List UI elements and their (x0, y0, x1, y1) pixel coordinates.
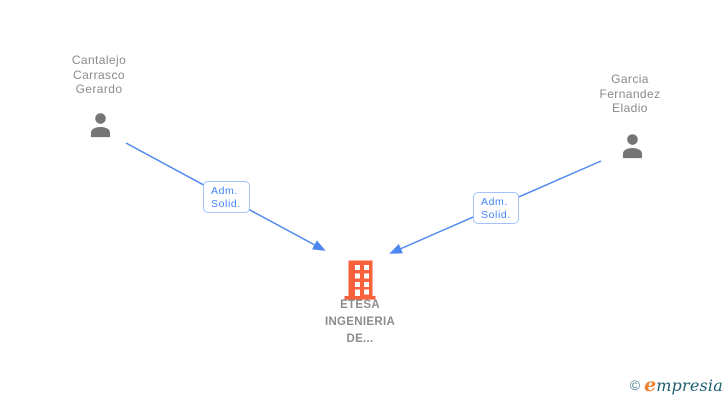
person1-label-line3: Gerardo (75, 82, 123, 96)
copyright-icon: © (629, 377, 641, 393)
company-label-line3: DE... (346, 333, 374, 345)
person2-label-line1: Garcia (611, 72, 649, 86)
person2-label-line2: Fernandez (599, 86, 661, 101)
company-label-line2: INGENIERIA (324, 316, 396, 328)
person-icon (622, 134, 643, 159)
person-icon (90, 113, 111, 138)
brand-text: mpresia (656, 376, 723, 395)
person1-node[interactable] (85, 110, 116, 146)
person1-label-line1: Cantalejo (71, 53, 127, 67)
company-label: ETESA INGENIERIA DE... (298, 297, 422, 348)
edge2-relation-badge: Adm. Solid. (473, 192, 519, 224)
edge1-relation-badge: Adm. Solid. (203, 181, 250, 213)
company-label-line1: ETESA (340, 299, 380, 311)
brand-initial: e (644, 374, 657, 396)
person2-label-line3: Eladio (612, 101, 648, 115)
company-node[interactable] (342, 258, 378, 306)
edge1-relation-line2: Solid. (211, 198, 241, 210)
person1-label-line2: Carrasco (73, 67, 125, 82)
edge1-relation-line1: Adm. (211, 185, 238, 197)
person1-label: Cantalejo Carrasco Gerardo (38, 53, 160, 97)
building-icon (344, 260, 376, 300)
empresia-logo[interactable]: ©empresia (630, 374, 723, 396)
person2-label: Garcia Fernandez Eladio (569, 72, 691, 116)
edge2-relation-line1: Adm. (481, 196, 508, 208)
person2-node[interactable] (617, 131, 648, 167)
edge2-relation-line2: Solid. (481, 209, 511, 221)
